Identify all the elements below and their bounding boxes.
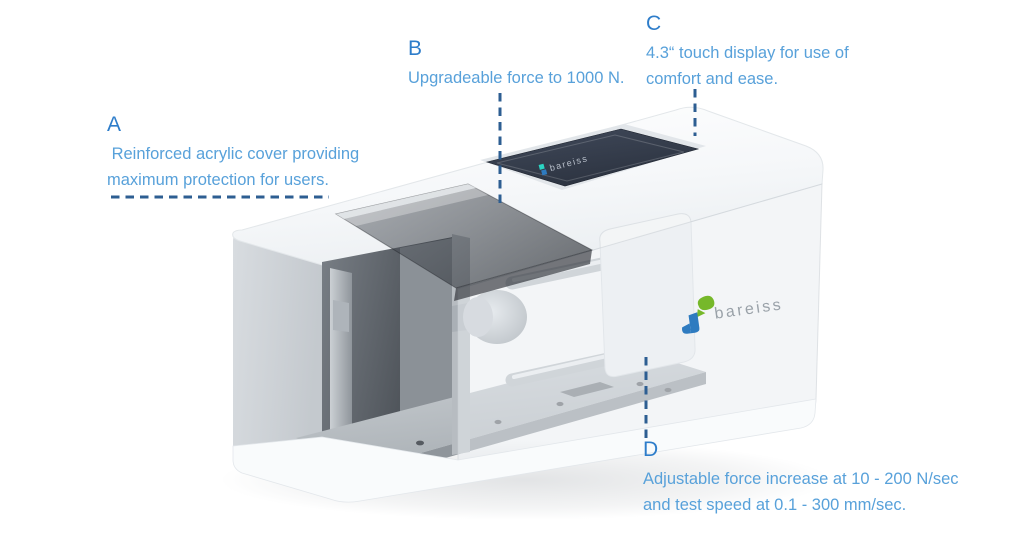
acrylic-cover-highlight (344, 188, 488, 226)
callout-b-text-line1: Upgradeable force to 1000 N. (408, 69, 625, 87)
callout-a-letter: A (107, 113, 122, 136)
display-logo-mark-blue (541, 169, 548, 176)
machine-left-face (233, 231, 322, 459)
callout-c-letter: C (646, 12, 662, 35)
callout-b-letter: B (408, 37, 423, 60)
callout-d-letter: D (643, 438, 659, 461)
acrylic-cover-front-lip (454, 250, 592, 301)
callout-d-text-line1: Adjustable force increase at 10 - 200 N/… (643, 470, 959, 488)
callout-c-text-line1: 4.3“ touch display for use of (646, 44, 849, 62)
display-logo-mark-teal (538, 163, 545, 170)
callout-b: B Upgradeable force to 1000 N. (408, 37, 624, 91)
acrylic-cover-hinge-strip (336, 184, 476, 219)
callout-d-text-line2: and test speed at 0.1 - 300 mm/sec. (643, 496, 907, 514)
callout-a-text-line1: Reinforced acrylic cover providing (107, 145, 360, 163)
guide-rail-block (333, 300, 349, 332)
machine-base-strip (232, 398, 817, 503)
acrylic-cover (334, 183, 594, 301)
callout-c: C 4.3“ touch display for use of comfort … (646, 12, 849, 92)
cutaway-inner-wall (400, 237, 458, 438)
bareiss-logo-mark (682, 295, 715, 334)
touch-display[interactable]: bareiss (485, 128, 700, 187)
callout-c-text-line2: comfort and ease. (646, 70, 779, 88)
callout-a: A Reinforced acrylic cover providing max… (107, 113, 359, 193)
callout-d: D Adjustable force increase at 10 - 200 … (643, 438, 959, 518)
guide-pillar (330, 268, 352, 447)
callout-a-text-line2: maximum protection for users. (107, 171, 329, 189)
